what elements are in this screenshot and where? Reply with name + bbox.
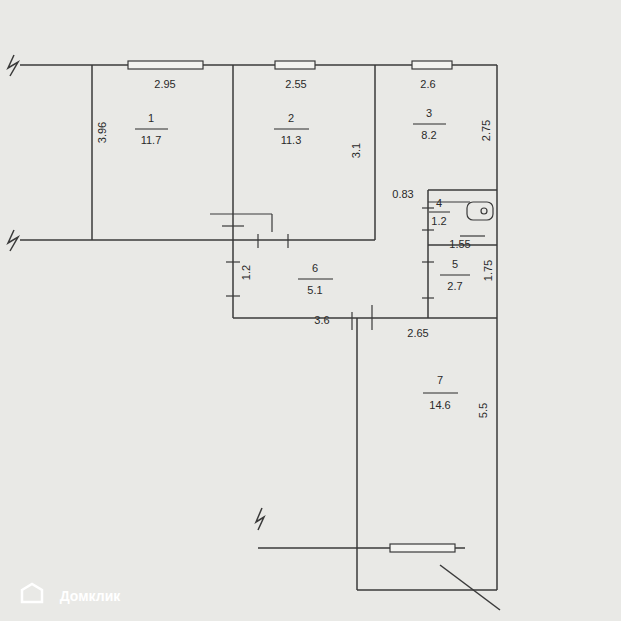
plan-label: 6 [312, 263, 318, 274]
plan-label: 11.3 [281, 135, 302, 146]
plan-label: 2.65 [407, 328, 428, 339]
doors [210, 202, 485, 330]
watermark-logo [22, 584, 42, 602]
plan-label: 3.1 [351, 142, 362, 157]
plan-label: 5 [452, 259, 458, 270]
plan-label: 5.1 [307, 285, 322, 296]
plan-label: 3.6 [314, 315, 329, 326]
plan-label: 1.55 [449, 239, 470, 250]
plan-label: 3 [426, 108, 432, 119]
windows [128, 61, 455, 552]
plan-label: 2.55 [285, 79, 306, 90]
plan-label: 1.2 [241, 264, 252, 279]
plan-label: 4 [436, 198, 442, 209]
plan-label: 2.6 [420, 79, 435, 90]
plan-label: 1 [148, 113, 154, 124]
plan-label: 5.5 [478, 402, 489, 417]
plan-label: 7 [437, 375, 443, 386]
walls [8, 55, 500, 610]
fraction-lines [135, 124, 470, 393]
plan-label: 2.95 [154, 79, 175, 90]
plan-label: 0.83 [392, 189, 413, 200]
watermark: Домклик [60, 589, 121, 603]
plan-label: 11.7 [141, 135, 162, 146]
plan-label: 2 [288, 113, 294, 124]
fixtures [467, 202, 493, 220]
plan-label: 1.2 [431, 216, 446, 227]
plan-label: 3.96 [97, 121, 108, 142]
plan-label: 8.2 [421, 130, 436, 141]
plan-label: 2.7 [447, 281, 462, 292]
plan-label: 1.75 [483, 259, 494, 280]
plan-label: 2.75 [481, 119, 492, 140]
plan-label: 14.6 [429, 400, 450, 411]
